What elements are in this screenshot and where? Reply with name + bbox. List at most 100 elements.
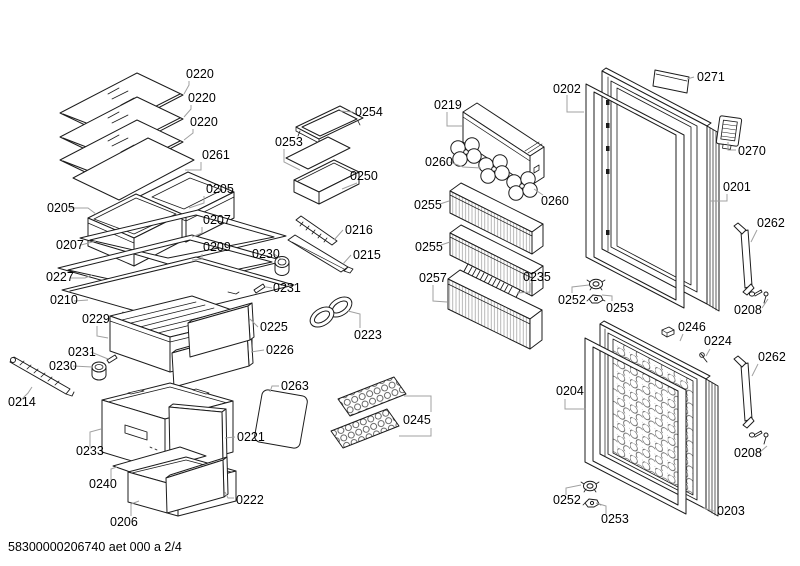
leader-line [432,285,448,303]
leader-line [565,484,582,495]
leader-line [19,386,33,402]
label-0227: 0227 [46,270,74,284]
label-0224: 0224 [704,334,732,348]
leader-line [224,436,236,439]
part-0271-name-plate [652,69,690,94]
label-0225: 0225 [260,320,288,334]
part-0222-panel [165,456,229,514]
part-0257-bottle-bin [447,269,543,350]
part-0250-tray [293,159,360,205]
label-0205-left: 0205 [47,201,75,215]
label-0226: 0226 [266,343,294,357]
label-0207-right: 0207 [203,213,231,227]
label-0205-right: 0205 [206,182,234,196]
label-0230-middle: 0230 [252,247,280,261]
leader-line [440,241,451,246]
leader-line [449,161,482,169]
part-0210-glass-plate [61,256,295,319]
label-0252-bottom: 0252 [553,493,581,507]
part-0260-egg-insert-2 [478,154,510,184]
part-0263-panel [254,389,308,449]
leader-line [533,188,544,196]
label-0263: 0263 [281,379,309,393]
part-0270-module [715,115,743,150]
part-0246-clip [661,326,675,338]
label-0208-top: 0208 [734,303,762,317]
part-0230-roller-left [91,361,107,381]
leader-line [564,399,586,410]
leader-line [183,129,194,141]
label-0271: 0271 [697,70,725,84]
leader-line [110,466,118,480]
part-0215-rail [287,234,354,274]
label-0220-3: 0220 [190,115,218,129]
leader-line [341,182,358,190]
label-0253-middle: 0253 [275,135,303,149]
label-0230-left: 0230 [49,359,77,373]
part-0231-pin-left [106,354,118,364]
part-labels: 0220 0220 0220 0261 0205 0205 0207 0207 … [8,67,786,529]
label-0253-top: 0253 [606,301,634,315]
label-0220-2: 0220 [188,91,216,105]
leader-line [249,318,259,328]
leader-line [759,445,768,453]
label-0210: 0210 [50,293,78,307]
label-0222: 0222 [236,493,264,507]
label-0231-middle: 0231 [273,281,301,295]
label-0216: 0216 [345,223,373,237]
part-0245-egg-trays [330,376,407,449]
leader-line [70,207,97,215]
leader-line [191,227,203,238]
part-0230-roller-middle [274,256,290,276]
label-0208-bottom: 0208 [734,446,762,460]
leader-line [761,298,769,309]
label-0206: 0206 [110,515,138,529]
part-0204-door-gasket [584,337,687,515]
leader-line [73,299,89,302]
leader-line [727,142,736,151]
leader-line [710,194,728,202]
label-0260-right: 0260 [541,194,569,208]
label-0261: 0261 [202,148,230,162]
label-0262-top: 0262 [757,216,785,230]
leader-lines [19,76,769,516]
leader-line [333,229,344,241]
label-0215: 0215 [353,248,381,262]
leader-line [185,162,202,171]
leader-line [342,254,352,265]
leader-line [751,363,759,377]
label-0202: 0202 [553,82,581,96]
part-0261-sheet [72,137,195,201]
label-0262-bottom: 0262 [758,350,786,364]
leader-line [191,254,203,261]
leader-line [71,274,93,279]
label-0254: 0254 [355,105,383,119]
leader-line [446,112,462,127]
label-0204: 0204 [556,384,584,398]
part-0225-panel [187,302,255,358]
leader-line [188,196,205,209]
label-0233: 0233 [76,444,104,458]
leader-line [269,385,279,393]
label-0201: 0201 [723,180,751,194]
label-0252-top: 0252 [558,293,586,307]
part-0253-glass-middle [285,136,351,170]
leader-line [183,81,190,95]
leader-line [283,149,301,171]
label-0220-1: 0220 [186,67,214,81]
leader-line [96,326,109,339]
part-0260-egg-insert-3 [506,171,538,201]
leader-line [439,200,450,205]
leader-line [273,253,282,260]
part-0223-seals [309,296,353,328]
part-0219-butter-box [462,102,545,187]
label-0270: 0270 [738,144,766,158]
leader-line [224,491,234,499]
leader-line [72,365,93,368]
label-0260-left: 0260 [425,155,453,169]
leader-line [595,502,607,514]
label-0229: 0229 [82,312,110,326]
part-0231-pin-middle [253,283,266,294]
label-0231-left: 0231 [68,345,96,359]
